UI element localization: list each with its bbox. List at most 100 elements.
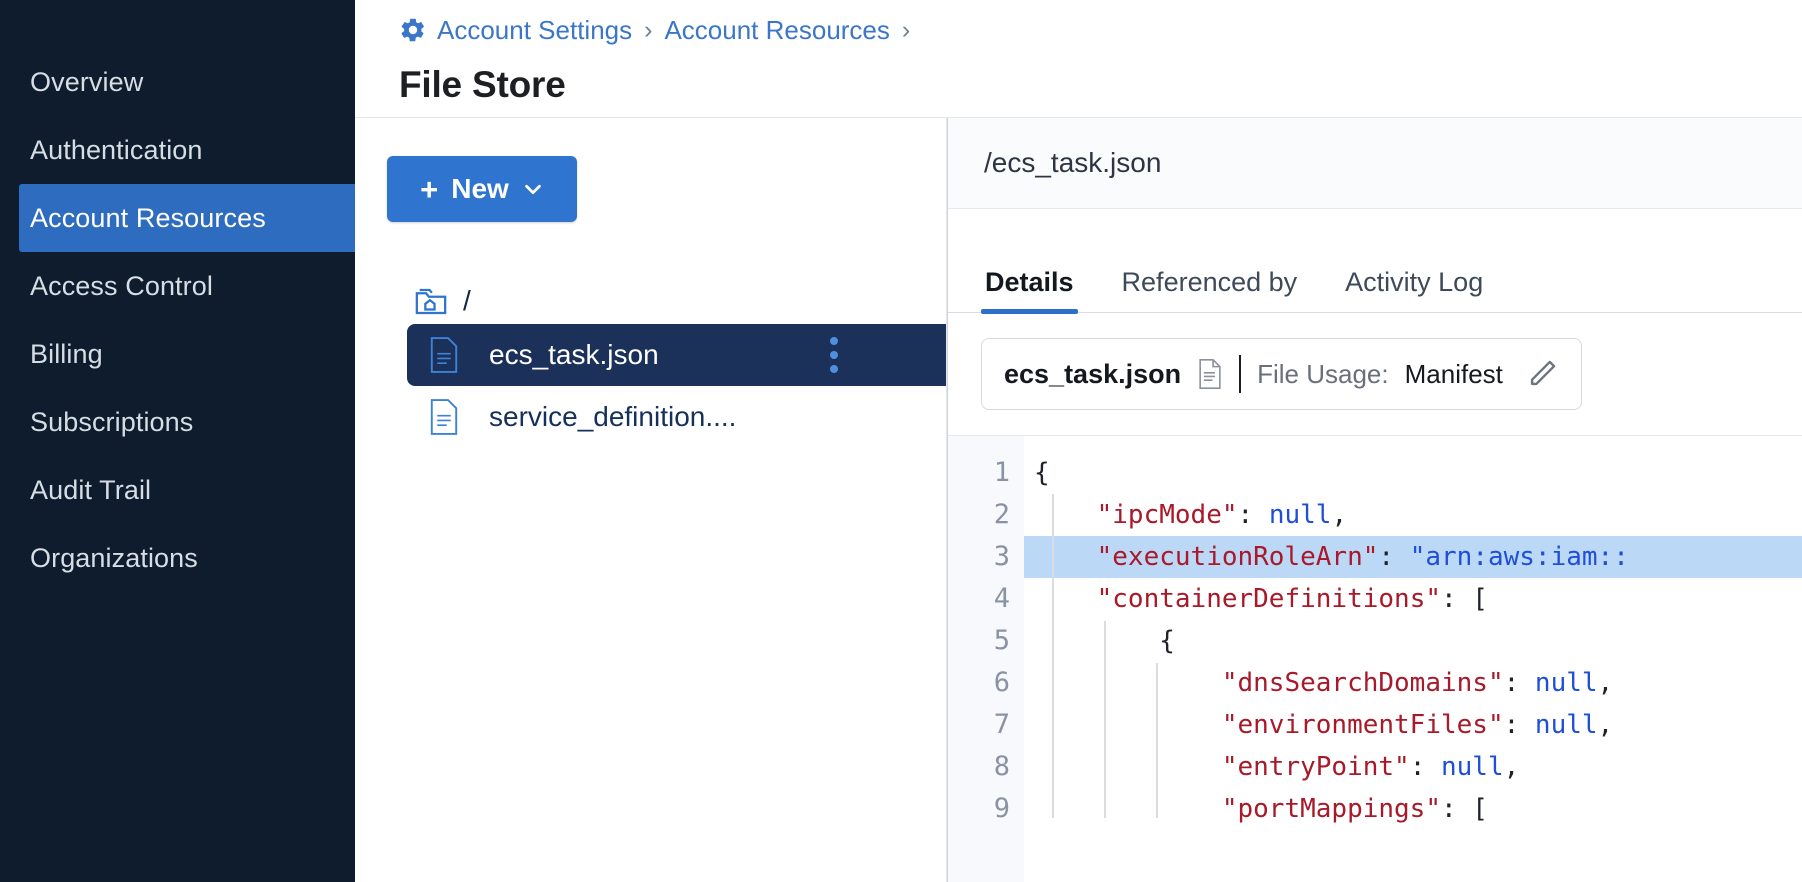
- plus-icon: +: [420, 171, 439, 207]
- code-token-key: "portMappings": [1221, 794, 1441, 824]
- breadcrumb-separator-2: ›: [901, 15, 911, 44]
- code-token-punct: :: [1378, 542, 1410, 572]
- code-token-val: null: [1534, 710, 1598, 740]
- code-token-key: "entryPoint": [1221, 752, 1410, 782]
- chevron-down-icon: [525, 184, 541, 195]
- page-title: File Store: [399, 64, 566, 105]
- code-token-punct: :: [1503, 710, 1535, 740]
- code-token-punct: : [: [1441, 794, 1488, 824]
- code-token-punct: ,: [1597, 668, 1614, 698]
- code-token-key: "environmentFiles": [1221, 710, 1504, 740]
- tab-referenced-by[interactable]: Referenced by: [1121, 267, 1298, 297]
- file-path-header: /ecs_task.json: [948, 118, 1802, 209]
- page-header: Account Settings › Account Resources › F…: [355, 0, 1802, 118]
- code-token-key: "ipcMode": [1096, 500, 1238, 530]
- code-token-punct: : [: [1441, 584, 1488, 614]
- usage-file-name: ecs_task.json: [1004, 358, 1182, 389]
- home-folder-icon: [415, 288, 447, 315]
- line-number: 2: [993, 499, 1010, 530]
- code-token-punct: ,: [1597, 710, 1614, 740]
- sidebar-item-label: Billing: [30, 338, 103, 369]
- tree-file-item[interactable]: service_definition....: [407, 386, 946, 448]
- indent-guide: [1104, 621, 1106, 818]
- main-area: Account Settings › Account Resources › F…: [355, 0, 1802, 882]
- sidebar-item-label: Organizations: [30, 542, 198, 573]
- sidebar-item-overview[interactable]: Overview: [0, 48, 355, 116]
- sidebar-item-access-control[interactable]: Access Control: [0, 252, 355, 320]
- code-token-punct: [1034, 710, 1222, 740]
- usage-value: Manifest: [1404, 358, 1503, 389]
- code-token-punct: {: [1034, 458, 1050, 488]
- code-line[interactable]: "executionRoleArn": "arn:aws:iam::: [1024, 536, 1802, 578]
- tab-activity-log[interactable]: Activity Log: [1345, 267, 1484, 297]
- code-line[interactable]: {: [1024, 452, 1802, 494]
- sidebar-item-audit-trail[interactable]: Audit Trail: [0, 456, 355, 524]
- code-line[interactable]: "dnsSearchDomains": null,: [1024, 662, 1802, 704]
- code-token-punct: {: [1034, 626, 1175, 656]
- indent-guide: [1052, 494, 1054, 818]
- tree-file-name: service_definition....: [489, 401, 737, 432]
- usage-divider: [1239, 355, 1242, 393]
- code-line[interactable]: {: [1024, 620, 1802, 662]
- sidebar-item-authentication[interactable]: Authentication: [0, 116, 355, 184]
- code-token-punct: ,: [1331, 500, 1348, 530]
- breadcrumb-separator: ›: [644, 15, 653, 44]
- code-line[interactable]: "environmentFiles": null,: [1024, 704, 1802, 746]
- tree-root-folder[interactable]: /: [355, 278, 946, 324]
- code-token-val: null: [1268, 500, 1332, 530]
- tree-root-label: /: [463, 285, 471, 316]
- code-token-punct: [1034, 752, 1222, 782]
- sidebar-item-label: Audit Trail: [30, 474, 152, 505]
- breadcrumb-item-account-resources[interactable]: Account Resources: [664, 14, 890, 45]
- pencil-icon[interactable]: [1525, 357, 1559, 391]
- kebab-menu-icon[interactable]: [830, 337, 838, 373]
- line-number: 1: [993, 457, 1010, 488]
- code-token-punct: [1034, 668, 1222, 698]
- line-number: 5: [993, 625, 1010, 656]
- line-number: 4: [993, 583, 1010, 614]
- code-token-punct: :: [1237, 500, 1269, 530]
- line-number: 8: [993, 751, 1010, 782]
- code-line[interactable]: "containerDefinitions": [: [1024, 578, 1802, 620]
- tree-file-item[interactable]: ecs_task.json: [407, 324, 946, 386]
- code-line[interactable]: "portMappings": [: [1024, 788, 1802, 830]
- code-token-punct: :: [1409, 752, 1441, 782]
- line-number: 6: [993, 667, 1010, 698]
- sidebar-item-subscriptions[interactable]: Subscriptions: [0, 388, 355, 456]
- tab-details[interactable]: Details: [981, 267, 1078, 314]
- tree-file-name: ecs_task.json: [489, 339, 659, 370]
- json-file-icon: [430, 337, 458, 373]
- editor-code-area[interactable]: { "ipcMode": null, "executionRoleArn": "…: [1024, 436, 1802, 882]
- code-token-punct: [1034, 584, 1097, 614]
- file-tree: / ecs_task.json service_definition....: [355, 278, 946, 448]
- breadcrumb: Account Settings › Account Resources ›: [399, 8, 1802, 52]
- usage-label: File Usage:: [1257, 358, 1389, 389]
- sidebar-item-account-resources[interactable]: Account Resources: [19, 184, 355, 252]
- sidebar-item-label: Subscriptions: [30, 406, 194, 437]
- sidebar-item-label: Access Control: [30, 270, 213, 301]
- sidebar-item-billing[interactable]: Billing: [0, 320, 355, 388]
- code-line[interactable]: "entryPoint": null,: [1024, 746, 1802, 788]
- details-panel: /ecs_task.json Details Referenced by Activ…: [947, 118, 1802, 882]
- breadcrumb-item-account-settings[interactable]: Account Settings: [437, 14, 633, 45]
- code-token-val: null: [1534, 668, 1598, 698]
- sidebar-item-label: Authentication: [30, 134, 203, 165]
- line-number: 7: [993, 709, 1010, 740]
- sidebar-item-organizations[interactable]: Organizations: [0, 524, 355, 592]
- gear-icon: [401, 18, 424, 42]
- code-token-punct: [1034, 500, 1097, 530]
- code-token-val: null: [1441, 752, 1504, 782]
- file-usage-zone: ecs_task.json File Usage: Manifest: [948, 313, 1802, 436]
- code-token-key: "executionRoleArn": [1096, 542, 1379, 572]
- code-token-val: "arn:aws:iam::: [1409, 542, 1629, 572]
- code-token-key: "dnsSearchDomains": [1221, 668, 1504, 698]
- code-line[interactable]: "ipcMode": null,: [1024, 494, 1802, 536]
- code-token-key: "containerDefinitions": [1096, 584, 1441, 614]
- code-token-punct: :: [1503, 668, 1535, 698]
- code-token-punct: [1034, 794, 1222, 824]
- new-button[interactable]: + New: [387, 156, 577, 222]
- json-file-icon: [430, 399, 458, 435]
- code-token-punct: ,: [1503, 752, 1520, 782]
